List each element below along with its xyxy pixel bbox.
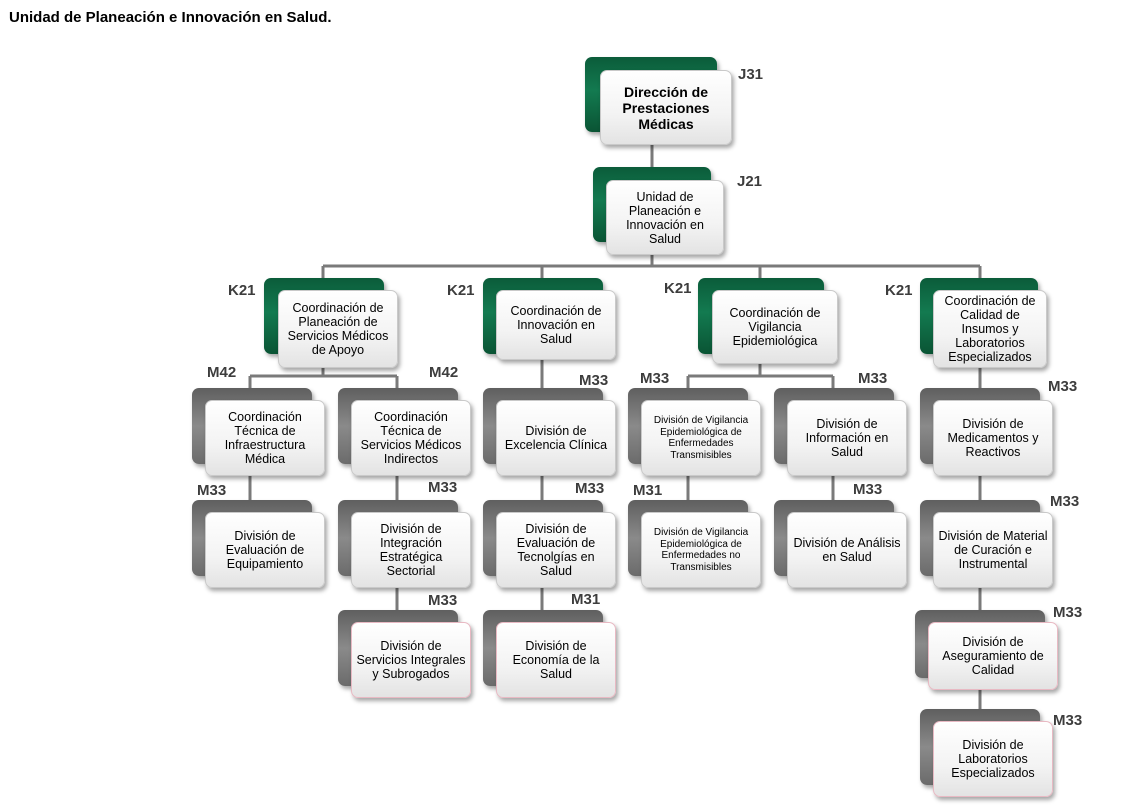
node-label: División de Vigilancia Epidemiológica de… (641, 400, 761, 476)
node-code: M42 (429, 364, 459, 381)
org-node-div-vigilancia-transmisibles: División de Vigilancia Epidemiológica de… (628, 388, 761, 476)
node-label: División de Laboratorios Especializados (933, 721, 1053, 797)
node-label: Coordinación Técnica de Servicios Médico… (351, 400, 471, 476)
node-label: Unidad de Planeación e Innovación en Sal… (606, 180, 724, 255)
node-label: División de Integración Estratégica Sect… (351, 512, 471, 588)
node-label: Dirección de Prestaciones Médicas (600, 70, 732, 145)
org-node-div-excelencia-clinica: División de Excelencia Clínica (483, 388, 616, 476)
page-title: Unidad de Planeación e Innovación en Sal… (9, 9, 332, 26)
node-code: J21 (737, 173, 763, 190)
node-label: División de Servicios Integrales y Subro… (351, 622, 471, 698)
org-node-direccion-prestaciones: Dirección de Prestaciones Médicas (585, 57, 732, 145)
node-code: K21 (664, 280, 692, 297)
node-label: División de Evaluación de Tecnolgías en … (496, 512, 616, 588)
org-node-coord-tecnica-servicios-indirectos: Coordinación Técnica de Servicios Médico… (338, 388, 471, 476)
node-code: K21 (228, 282, 256, 299)
org-node-div-integracion-estrategica: División de Integración Estratégica Sect… (338, 500, 471, 588)
node-code: M33 (858, 370, 888, 387)
org-node-unidad-planeacion: Unidad de Planeación e Innovación en Sal… (593, 167, 724, 255)
node-label: Coordinación de Planeación de Servicios … (278, 290, 398, 368)
node-label: Coordinación Técnica de Infraestructura … (205, 400, 325, 476)
org-node-coord-innovacion: Coordinación de Innovación en Salud (483, 278, 616, 360)
node-label: División de Medicamentos y Reactivos (933, 400, 1053, 476)
org-node-coord-tecnica-infraestructura: Coordinación Técnica de Infraestructura … (192, 388, 325, 476)
org-node-div-material-curacion: División de Material de Curación e Instr… (920, 500, 1053, 588)
org-node-div-vigilancia-no-transmisibles: División de Vigilancia Epidemiológica de… (628, 500, 761, 588)
node-code: M33 (1050, 493, 1080, 510)
node-label: División de Información en Salud (787, 400, 907, 476)
org-node-div-aseguramiento-calidad: División de Aseguramiento de Calidad (915, 610, 1058, 690)
node-code: M33 (1053, 604, 1083, 621)
node-label: División de Vigilancia Epidemiológica de… (641, 512, 761, 588)
node-code: M33 (197, 482, 227, 499)
node-code: M33 (1053, 712, 1083, 729)
org-node-div-evaluacion-equipamiento: División de Evaluación de Equipamiento (192, 500, 325, 588)
node-code: M33 (1048, 378, 1078, 395)
node-code: M42 (207, 364, 237, 381)
node-code: M33 (853, 481, 883, 498)
node-label: Coordinación de Innovación en Salud (496, 290, 616, 360)
node-label: División de Excelencia Clínica (496, 400, 616, 476)
node-code: K21 (885, 282, 913, 299)
org-node-coord-planeacion-servicios: Coordinación de Planeación de Servicios … (264, 278, 398, 368)
node-code: M33 (575, 480, 605, 497)
node-code: K21 (447, 282, 475, 299)
node-label: Coordinación de Calidad de Insumos y Lab… (933, 290, 1047, 368)
org-node-div-analisis-salud: División de Análisis en Salud (774, 500, 907, 588)
org-node-coord-vigilancia: Coordinación de Vigilancia Epidemiológic… (698, 278, 838, 364)
node-label: Coordinación de Vigilancia Epidemiológic… (712, 290, 838, 364)
org-node-div-evaluacion-tecnologias: División de Evaluación de Tecnolgías en … (483, 500, 616, 588)
node-code: M31 (633, 482, 663, 499)
node-code: M33 (428, 592, 458, 609)
node-label: División de Análisis en Salud (787, 512, 907, 588)
org-node-div-medicamentos-reactivos: División de Medicamentos y Reactivos (920, 388, 1053, 476)
node-code: J31 (738, 66, 764, 83)
org-node-div-laboratorios-especializados: División de Laboratorios Especializados (920, 709, 1053, 797)
node-label: División de Economía de la Salud (496, 622, 616, 698)
node-code: M31 (571, 591, 601, 608)
node-label: División de Evaluación de Equipamiento (205, 512, 325, 588)
node-label: División de Aseguramiento de Calidad (928, 622, 1058, 690)
org-node-div-economia-salud: División de Economía de la Salud (483, 610, 616, 698)
node-label: División de Material de Curación e Instr… (933, 512, 1053, 588)
org-node-coord-calidad-insumos: Coordinación de Calidad de Insumos y Lab… (920, 278, 1047, 368)
org-node-div-servicios-integrales: División de Servicios Integrales y Subro… (338, 610, 471, 698)
org-node-div-informacion-salud: División de Información en Salud (774, 388, 907, 476)
node-code: M33 (640, 370, 670, 387)
node-code: M33 (579, 372, 609, 389)
node-code: M33 (428, 479, 458, 496)
